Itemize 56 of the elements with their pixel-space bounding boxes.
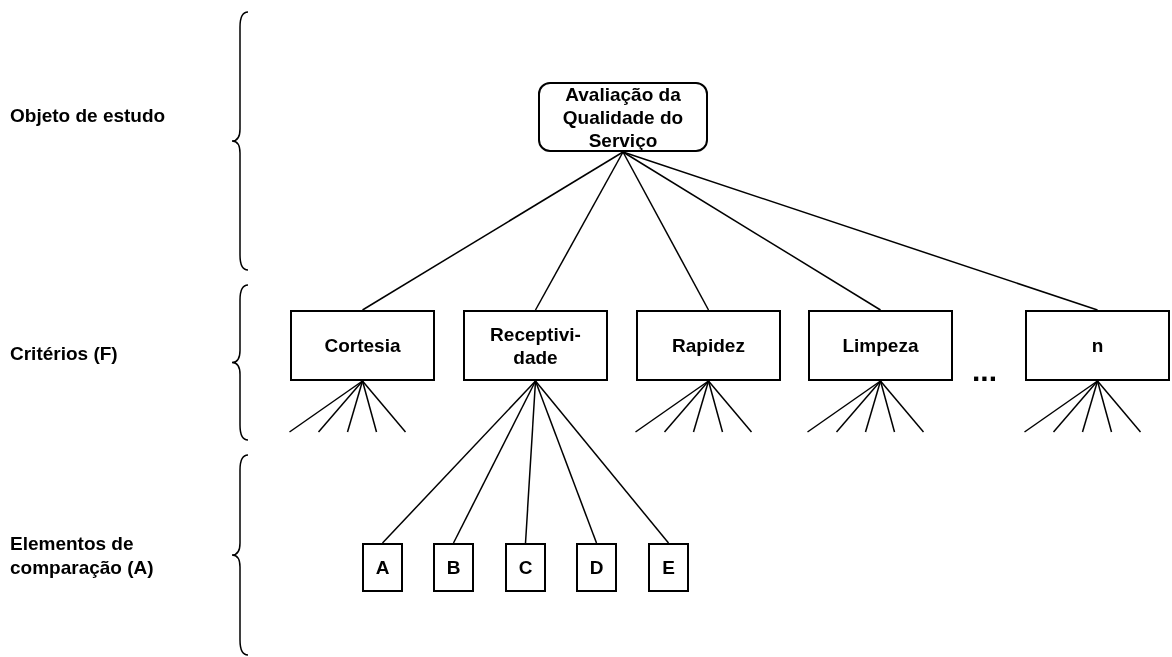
goal-box <box>538 82 708 152</box>
connector-line <box>622 151 1099 311</box>
node-text: C <box>518 556 533 579</box>
connector-line <box>452 380 537 544</box>
alternative-box <box>648 543 689 592</box>
connector-line <box>864 380 882 433</box>
connector-line <box>1081 380 1099 433</box>
criterion-box <box>290 310 435 381</box>
node-text: E <box>662 556 675 579</box>
connector-line <box>534 151 624 311</box>
ellipsis: ... <box>972 356 997 386</box>
alternative-box <box>433 543 474 592</box>
criterion-box <box>808 310 953 381</box>
connector-line <box>692 380 710 433</box>
connector-line <box>288 380 364 433</box>
alternative-box <box>362 543 403 592</box>
node-text: Rapidez <box>672 334 745 357</box>
connector-line <box>707 380 753 433</box>
criterion-box <box>636 310 781 381</box>
connector-line <box>1096 380 1113 433</box>
connector-line <box>835 380 882 433</box>
connector-line <box>381 380 537 544</box>
connector-line <box>1096 380 1142 433</box>
connector-line <box>806 380 882 433</box>
connector-line <box>879 380 896 433</box>
connector-line <box>361 380 378 433</box>
node-text: n <box>1091 334 1104 357</box>
alternative-box <box>505 543 546 592</box>
node-text: D <box>589 556 604 579</box>
alternative-box <box>576 543 617 592</box>
connector-line <box>534 380 670 544</box>
connector-line <box>879 380 925 433</box>
criterion-box <box>1025 310 1170 381</box>
connector-line <box>317 380 364 433</box>
connector-line <box>361 380 407 433</box>
connector-line <box>524 380 537 544</box>
connector-line <box>634 380 710 433</box>
criterion-box <box>463 310 608 381</box>
side-label: Objeto de estudo <box>10 104 166 128</box>
side-label: Critérios (F) <box>10 342 118 366</box>
connector-line <box>346 380 364 433</box>
node-text: Limpeza <box>842 334 919 357</box>
node-text: B <box>446 556 461 579</box>
node-text: Avaliação da Qualidade do Serviço <box>561 82 685 152</box>
connector-line <box>534 380 598 544</box>
connector-line <box>622 151 882 311</box>
node-text: Cortesia <box>324 334 401 357</box>
node-text: Receptivi- dade <box>489 322 582 369</box>
node-text: A <box>375 556 390 579</box>
connector-line <box>663 380 710 433</box>
connector-line <box>707 380 724 433</box>
connector-line <box>361 151 624 311</box>
connector-line <box>1052 380 1099 433</box>
connector-line <box>622 151 710 311</box>
side-label: Elementos de comparação (A) <box>10 532 155 580</box>
connector-line <box>1023 380 1099 433</box>
